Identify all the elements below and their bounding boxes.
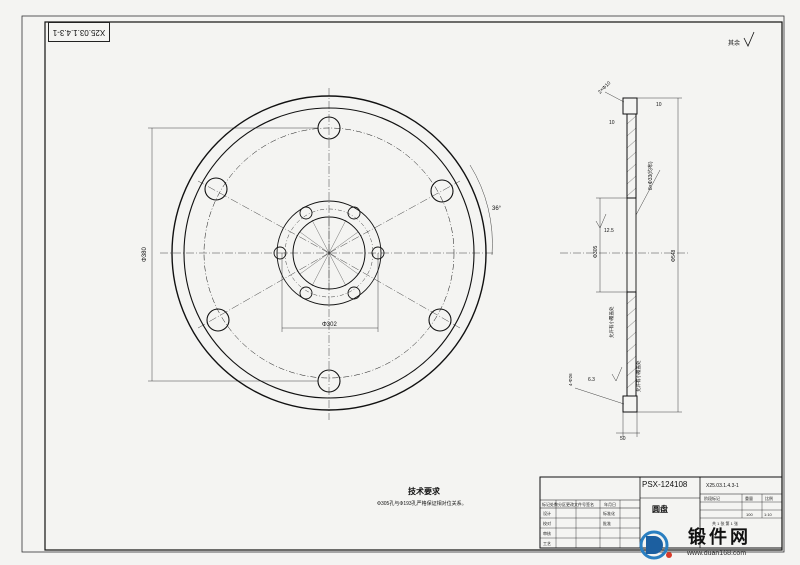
tb-row-label: 审核 bbox=[543, 531, 551, 536]
bolt-hole bbox=[430, 179, 454, 203]
side-hole-note: 8×Φ33(均布) bbox=[647, 161, 654, 190]
bolt-hole bbox=[204, 177, 228, 201]
side-bottom-width: 50 bbox=[620, 436, 626, 442]
tb-weight: 100 bbox=[746, 512, 753, 517]
side-chamfer: 2×Φ10 bbox=[597, 80, 612, 95]
side-outer-dim: Φ548 bbox=[671, 249, 677, 262]
hub-hole bbox=[347, 286, 361, 300]
tb-right-label: 比例 bbox=[765, 496, 773, 501]
side-top-dim: 10 bbox=[656, 102, 662, 108]
side-note-2: 允许有小覆盖处 bbox=[635, 360, 642, 392]
tb-row-label: 设计 bbox=[543, 511, 551, 516]
drawing-code: X25.03.1.4.3-1 bbox=[706, 483, 739, 489]
hub-hole bbox=[299, 286, 313, 300]
tb-right-label: 阶段标记 bbox=[704, 496, 720, 501]
side-mid-dim: 12.5 bbox=[604, 228, 614, 234]
part-number: PSX-124108 bbox=[642, 480, 688, 489]
hatch bbox=[626, 343, 637, 353]
tb-mid-label: 批准 bbox=[603, 521, 611, 526]
radial-line bbox=[328, 252, 461, 329]
hatch bbox=[626, 379, 637, 389]
leader bbox=[574, 387, 625, 405]
tb-header-cell: 处数 bbox=[550, 502, 558, 507]
tb-mid-label: 标准化 bbox=[603, 511, 615, 516]
bore-hatch bbox=[311, 219, 347, 287]
hatch bbox=[626, 139, 637, 149]
hatch bbox=[626, 367, 637, 377]
tb-row-label: 工艺 bbox=[543, 541, 551, 546]
logo-swirl-icon bbox=[639, 530, 669, 560]
tb-right-label: 重量 bbox=[745, 496, 753, 501]
drawing-code-rotated: X25.03.1.4.3-1 bbox=[48, 22, 110, 42]
leader bbox=[635, 169, 661, 216]
angle-arc bbox=[469, 164, 493, 256]
radial-line bbox=[197, 252, 330, 329]
hub-hole bbox=[299, 206, 313, 220]
roughness-symbol-icon bbox=[743, 31, 755, 47]
hatch bbox=[626, 115, 637, 125]
watermark-logo bbox=[639, 530, 672, 560]
front-view bbox=[148, 88, 495, 420]
roughness-mark bbox=[595, 213, 607, 229]
hatch bbox=[626, 151, 637, 161]
technical-requirements-title: 技术要求 bbox=[408, 487, 440, 496]
roughness-mark bbox=[611, 366, 623, 382]
part-name: 圆盘 bbox=[652, 505, 668, 514]
dim-front-left: Φ380 bbox=[142, 247, 148, 262]
hatch bbox=[626, 331, 637, 341]
radial-line bbox=[328, 180, 461, 254]
hatch bbox=[626, 187, 637, 197]
side-note-1: 允许有小覆盖处 bbox=[608, 306, 615, 338]
logo-d-icon bbox=[646, 536, 663, 554]
logo-dot-icon bbox=[666, 552, 672, 558]
side-rim-top bbox=[622, 97, 638, 115]
watermark-url: www.duan168.com bbox=[687, 550, 747, 557]
leader bbox=[604, 91, 625, 103]
roughness-label: 其余 bbox=[728, 41, 741, 47]
tb-row-label: 校对 bbox=[543, 521, 551, 526]
hatch bbox=[626, 127, 637, 137]
side-web-upper bbox=[626, 113, 637, 199]
watermark-title: 锻件网 bbox=[688, 527, 751, 547]
tb-scale: 1:10 bbox=[764, 512, 772, 517]
sheet-outer-border bbox=[21, 15, 785, 553]
side-bottom-dim: 6.3 bbox=[588, 377, 595, 383]
side-view bbox=[560, 91, 690, 437]
tb-header-cell: 标记 bbox=[542, 502, 550, 507]
tb-header-cell: 年月日 bbox=[604, 502, 616, 507]
side-bottom-left: 4-Φ26 bbox=[568, 373, 573, 386]
side-top-dim2: 10 bbox=[609, 120, 615, 126]
dim-center-bore: Φ302 bbox=[322, 322, 337, 328]
tb-header-cell: 分区 bbox=[558, 502, 566, 507]
hatch bbox=[626, 319, 637, 329]
tb-sheet: 共 1 张 第 1 张 bbox=[712, 521, 739, 526]
side-bore-dim: Φ305 bbox=[593, 245, 599, 258]
side-rim-bottom bbox=[622, 395, 638, 413]
hatch bbox=[626, 307, 637, 317]
side-web-lower bbox=[626, 291, 637, 397]
bolt-hole bbox=[206, 308, 230, 332]
radial-line bbox=[197, 180, 330, 254]
tb-header-cell: 签名 bbox=[586, 502, 594, 507]
hub-hole bbox=[347, 206, 361, 220]
hatch bbox=[626, 355, 637, 365]
sheet-inner-border bbox=[44, 21, 783, 551]
bolt-hole bbox=[428, 308, 452, 332]
hatch bbox=[626, 175, 637, 185]
hatch bbox=[626, 163, 637, 173]
tb-header-cell: 更改文件号 bbox=[566, 502, 586, 507]
hatch bbox=[626, 295, 637, 305]
technical-requirements-note: Φ305孔与Φ193孔严格保证相对位关系。 bbox=[377, 501, 467, 507]
dim-angle: 36° bbox=[492, 206, 502, 212]
